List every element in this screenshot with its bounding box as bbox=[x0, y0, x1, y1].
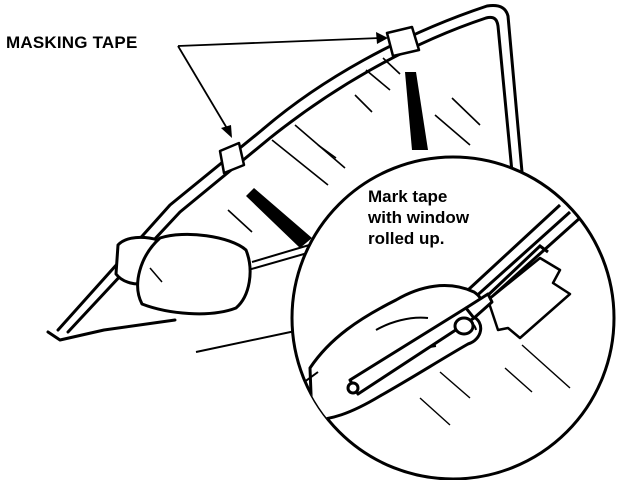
detail-pointer-arrows bbox=[246, 72, 428, 248]
side-mirror bbox=[114, 232, 252, 316]
detail-view bbox=[295, 198, 602, 426]
instruction-line-3: rolled up. bbox=[368, 229, 445, 248]
instruction-line-1: Mark tape bbox=[368, 187, 448, 206]
detail-tape-piece bbox=[486, 256, 572, 340]
masking-tape-upper bbox=[385, 25, 421, 58]
window-frame bbox=[46, 4, 524, 342]
leader-arrowheads bbox=[221, 32, 388, 138]
detail-glass-lines bbox=[419, 344, 571, 426]
pointer-arrow-upper bbox=[405, 72, 428, 150]
masking-tape-label: MASKING TAPE bbox=[6, 33, 138, 52]
glass-reflection-lines bbox=[227, 57, 481, 233]
instruction-label: Mark tape with window rolled up. bbox=[368, 186, 469, 249]
masking-tape-lower bbox=[218, 141, 246, 175]
pointer-arrow-left bbox=[246, 188, 312, 248]
masking-tape-pieces bbox=[218, 25, 421, 175]
masking-tape-leader-lines bbox=[177, 37, 381, 131]
instruction-line-2: with window bbox=[368, 208, 470, 227]
